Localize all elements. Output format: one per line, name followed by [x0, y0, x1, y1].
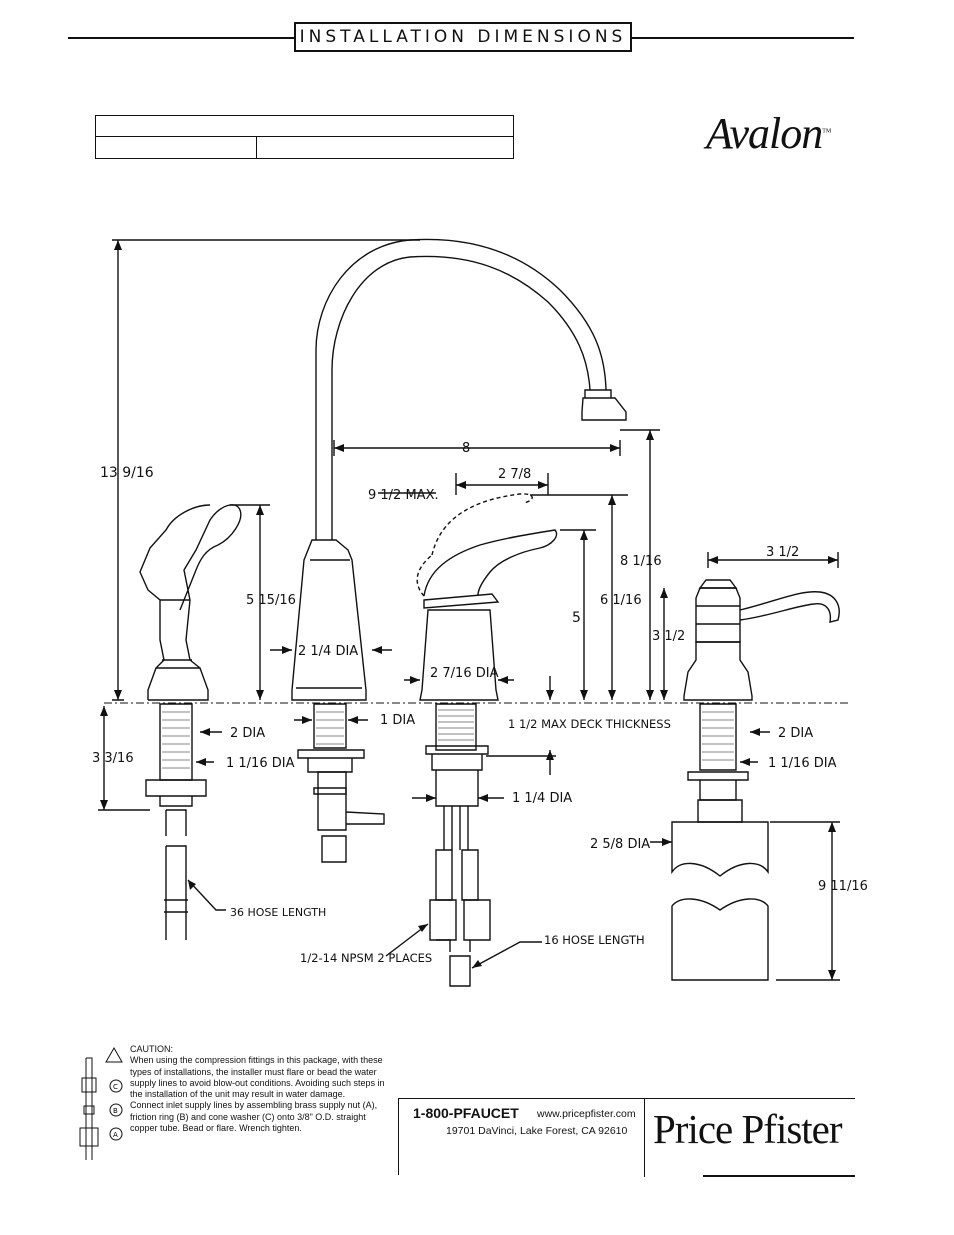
dim-soap-hole: 2 DIA [778, 726, 813, 741]
dim-spray-hole: 2 DIA [230, 726, 265, 741]
dim-spout-reach-label: 8 [462, 441, 470, 456]
price-pfister-logo: Price Pfister [644, 1098, 855, 1177]
caution-note: C B A CAUTION: When using the compressio… [78, 1044, 385, 1164]
model-info-table [95, 115, 514, 159]
dim-deck: 1 1/2 MAX DECK THICKNESS [508, 717, 671, 731]
page-title: INSTALLATION DIMENSIONS [294, 22, 632, 52]
caution-body-2: Connect inlet supply lines by assembling… [130, 1100, 378, 1134]
valve-shank [435, 703, 477, 751]
dim-soap-shank: 1 1/16 DIA [768, 756, 837, 771]
svg-text:A: A [113, 1131, 118, 1139]
soap-pump [695, 587, 741, 643]
dim-valve-base: 2 7/16 DIA [430, 666, 499, 681]
dim-soap-height: 8 1/16 [620, 554, 662, 569]
dim-bottle-dia: 2 5/8 DIA [590, 837, 650, 852]
table-cell-divider [256, 137, 257, 158]
spout-tip [581, 389, 627, 421]
dim-valve-6: 6 1/16 [600, 593, 642, 608]
caution-body-1: When using the compression fittings in t… [130, 1055, 385, 1100]
dim-handle-offset: 2 7/8 [498, 467, 531, 482]
dim-overall-height: 13 9/16 [100, 465, 154, 481]
phone-number: 1-800-PFAUCET [413, 1105, 519, 1121]
valve-body [419, 609, 499, 701]
avalon-logo: AvalonTM [706, 109, 832, 158]
dim-spout-reach [333, 440, 621, 456]
spray-shank [159, 703, 193, 781]
dim-spout-base: 2 1/4 DIA [298, 644, 358, 659]
contact-block: 1-800-PFAUCET www.pricepfister.com 19701… [398, 1098, 644, 1175]
spout-neck [315, 238, 607, 540]
npsm-label: 1/2-14 NPSM 2 PLACES [300, 951, 432, 965]
caution-heading: CAUTION: [130, 1044, 174, 1054]
supply-hose-label: 16 HOSE LENGTH [544, 933, 645, 947]
table-row-top [96, 116, 513, 137]
dim-soap-neck: 3 1/2 [652, 629, 685, 644]
valve-handle [423, 529, 558, 597]
dim-spray-shank: 1 1/16 DIA [226, 756, 295, 771]
header-rule-right [632, 37, 854, 39]
spray-hose-label: 36 HOSE LENGTH [230, 906, 326, 919]
address: 19701 DaVinci, Lake Forest, CA 92610 [446, 1125, 628, 1137]
spout-shank [313, 703, 347, 749]
side-spray [148, 504, 242, 701]
svg-text:C: C [113, 1083, 118, 1091]
dim-spray-len: 3 3/16 [92, 751, 134, 766]
dim-bottle-len: 9 11/16 [818, 879, 868, 894]
compression-fitting-icon: C B A [79, 1046, 123, 1160]
website-link[interactable]: www.pricepfister.com [537, 1108, 636, 1120]
soap-shank [699, 703, 737, 771]
header-rule-left [68, 37, 294, 39]
dim-spout-shank: 1 DIA [380, 713, 415, 728]
dim-valve-5: 5 [572, 610, 581, 626]
dim-soap-reach: 3 1/2 [766, 545, 799, 560]
svg-text:B: B [113, 1107, 118, 1115]
dim-handle-max: 9 1/2 MAX. [368, 488, 439, 503]
dim-valve-shank: 1 1/4 DIA [512, 791, 572, 806]
dim-spray-height: 5 15/16 [246, 593, 296, 608]
dim-overall [112, 239, 420, 701]
soap-bottle [671, 821, 769, 877]
